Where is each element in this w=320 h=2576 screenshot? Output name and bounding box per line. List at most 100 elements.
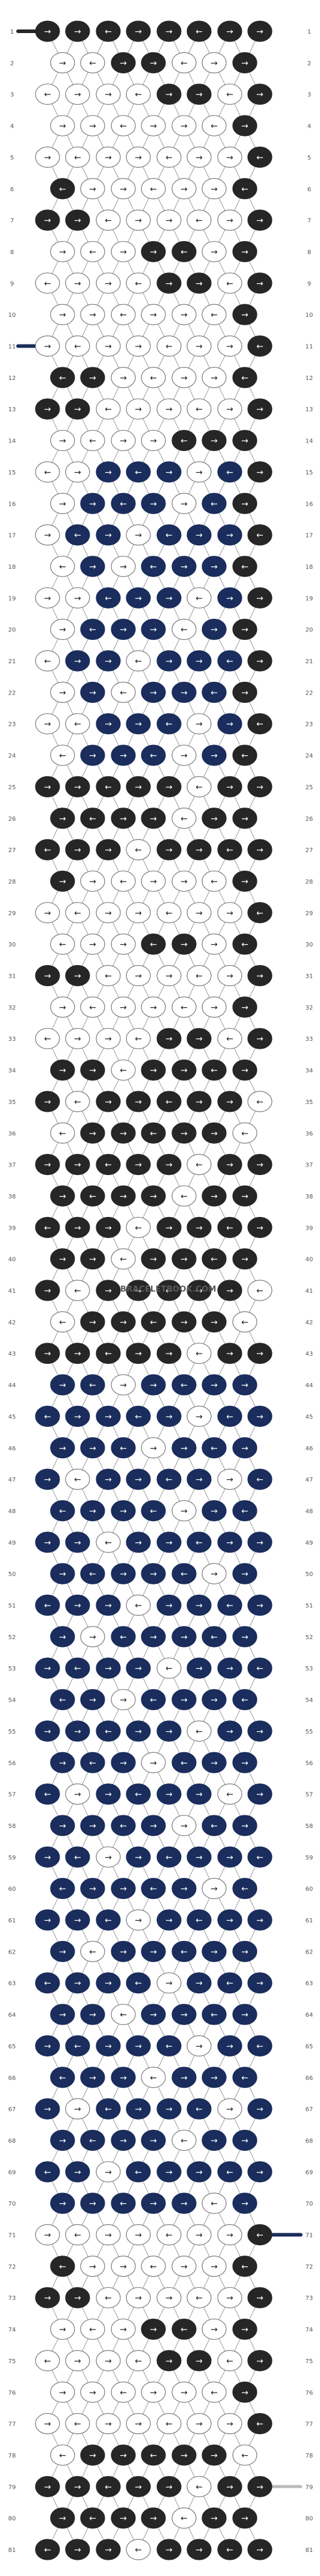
arrow-right-icon: → bbox=[211, 2514, 218, 2524]
knot-navy bbox=[126, 1468, 151, 1490]
arrow-right-icon: → bbox=[195, 2231, 203, 2240]
arrow-right-icon: → bbox=[135, 216, 142, 225]
arrow-right-icon: → bbox=[74, 90, 81, 100]
knot-navy bbox=[126, 2035, 151, 2056]
arrow-right-icon: → bbox=[256, 279, 263, 289]
knot: → bbox=[111, 1940, 136, 1962]
arrow-left-icon: ← bbox=[226, 2357, 233, 2366]
knot-black bbox=[141, 1311, 166, 1332]
knot-black bbox=[80, 367, 105, 388]
knot: → bbox=[50, 870, 75, 892]
knot: ← bbox=[247, 146, 272, 168]
knot: ← bbox=[247, 713, 272, 735]
knot-navy bbox=[141, 1500, 166, 1522]
row-number-right: 28 bbox=[306, 879, 313, 885]
knot-navy bbox=[232, 1626, 257, 1648]
arrow-left-icon: ← bbox=[120, 1444, 127, 1453]
knot: → bbox=[156, 2539, 182, 2560]
knot: → bbox=[80, 2381, 105, 2403]
arrow-right-icon: → bbox=[211, 1506, 218, 1516]
knot-navy bbox=[126, 1783, 151, 1805]
knot: → bbox=[50, 115, 75, 136]
knot: → bbox=[156, 398, 182, 420]
arrow-right-icon: → bbox=[226, 2105, 233, 2114]
arrow-left-icon: ← bbox=[256, 531, 263, 541]
arrow-right-icon: → bbox=[211, 1884, 218, 1894]
arrow-left-icon: ← bbox=[180, 1003, 188, 1013]
knot-black bbox=[247, 713, 272, 735]
knot: → bbox=[186, 902, 212, 924]
arrow-right-icon: → bbox=[211, 625, 218, 635]
knot: ← bbox=[50, 1878, 75, 1900]
knot: → bbox=[232, 1563, 257, 1584]
arrow-right-icon: → bbox=[195, 909, 203, 918]
arrow-right-icon: → bbox=[44, 2420, 51, 2429]
arrow-left-icon: ← bbox=[180, 1569, 188, 1579]
arrow-left-icon: ← bbox=[44, 1034, 51, 1044]
knot-white bbox=[156, 964, 182, 987]
knot: ← bbox=[171, 808, 197, 829]
knot: ← bbox=[217, 1405, 242, 1427]
arrow-right-icon: → bbox=[89, 310, 96, 320]
arrow-right-icon: → bbox=[180, 1317, 188, 1327]
arrow-right-icon: → bbox=[256, 1412, 263, 1421]
arrow-right-icon: → bbox=[120, 1696, 127, 1705]
arrow-right-icon: → bbox=[150, 877, 157, 886]
knot-black bbox=[35, 1153, 60, 1176]
knot-white bbox=[217, 335, 242, 357]
arrow-left-icon: ← bbox=[226, 845, 233, 855]
arrow-left-icon: ← bbox=[120, 1255, 127, 1265]
arrow-right-icon: → bbox=[120, 1506, 127, 1516]
knot-white bbox=[141, 2067, 166, 2088]
knot: → bbox=[156, 1909, 182, 1931]
arrow-left-icon: ← bbox=[256, 2041, 263, 2051]
knot-white bbox=[80, 52, 105, 73]
knot-navy bbox=[65, 1405, 90, 1427]
knot: → bbox=[202, 1878, 227, 1900]
knot-navy bbox=[202, 1940, 227, 1962]
knot: → bbox=[186, 1280, 212, 1301]
knot-navy bbox=[35, 1532, 60, 1553]
knot: → bbox=[65, 650, 90, 672]
knot-black bbox=[217, 1091, 242, 1112]
arrow-right-icon: → bbox=[74, 468, 81, 477]
knot: → bbox=[217, 587, 242, 609]
arrow-right-icon: → bbox=[105, 845, 112, 855]
knot: → bbox=[202, 619, 227, 640]
knot-black bbox=[171, 1311, 197, 1332]
arrow-right-icon: → bbox=[226, 1475, 233, 1485]
knot: → bbox=[96, 650, 121, 672]
knot: → bbox=[126, 1091, 151, 1112]
knot-white bbox=[126, 2224, 151, 2246]
arrow-left-icon: ← bbox=[105, 2482, 112, 2492]
knot: → bbox=[217, 1657, 242, 1679]
row-number-right: 34 bbox=[306, 1068, 313, 1075]
knot: → bbox=[232, 619, 257, 640]
knot-navy bbox=[232, 1878, 257, 1900]
knot: → bbox=[186, 2539, 212, 2560]
arrow-left-icon: ← bbox=[89, 1381, 96, 1390]
arrow-right-icon: → bbox=[74, 27, 81, 37]
knot-black bbox=[247, 84, 272, 105]
knot-navy bbox=[141, 2004, 166, 2025]
row-number-right: 67 bbox=[306, 2106, 313, 2113]
arrow-left-icon: ← bbox=[165, 1286, 173, 1296]
arrow-right-icon: → bbox=[150, 2010, 157, 2020]
row-number-left: 12 bbox=[8, 375, 16, 382]
arrow-right-icon: → bbox=[150, 1066, 157, 1076]
arrow-left-icon: ← bbox=[44, 1979, 51, 1989]
knot: → bbox=[171, 744, 197, 766]
knot-navy bbox=[156, 1532, 182, 1553]
knot-navy bbox=[232, 2192, 257, 2214]
knot: ← bbox=[202, 1248, 227, 1270]
arrow-left-icon: ← bbox=[226, 1790, 233, 1800]
knot: ← bbox=[202, 1059, 227, 1081]
knot: → bbox=[202, 1940, 227, 1962]
knot: → bbox=[232, 115, 257, 136]
arrow-right-icon: → bbox=[241, 121, 248, 131]
knot: ← bbox=[202, 2381, 227, 2403]
